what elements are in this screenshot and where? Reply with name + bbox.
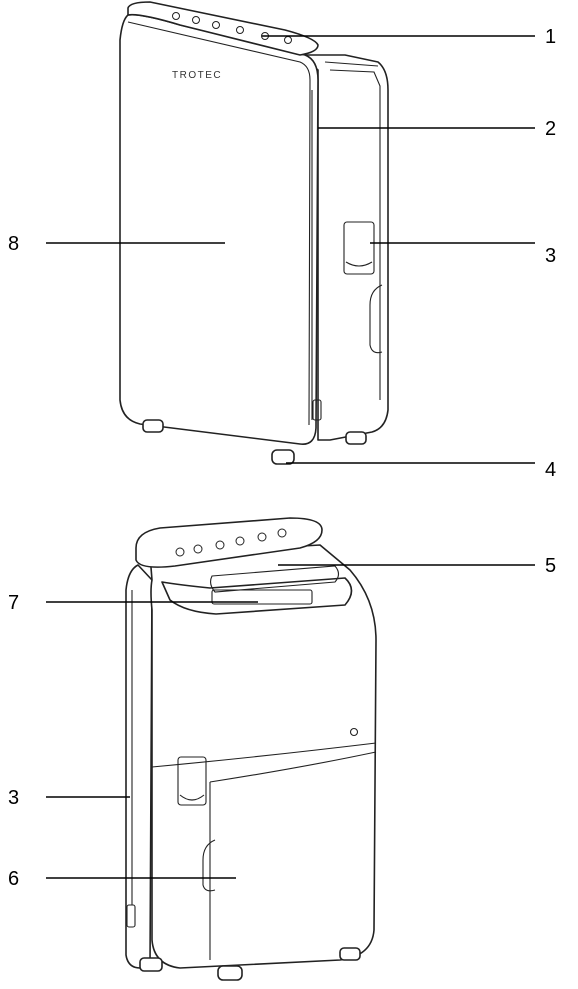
rear-view-carry-handle bbox=[161, 577, 353, 615]
callout-3-front: 3 bbox=[545, 245, 556, 267]
callout-2: 2 bbox=[545, 118, 556, 140]
callout-7: 7 bbox=[8, 592, 19, 614]
rear-view-casters bbox=[139, 947, 361, 981]
callout-6: 6 bbox=[8, 868, 19, 890]
brand-logo: TROTEC bbox=[172, 70, 222, 81]
rear-view bbox=[125, 517, 377, 981]
front-view-side-handle bbox=[343, 221, 375, 275]
callout-numbers: 1 2 3 8 4 5 7 3 6 bbox=[8, 26, 556, 890]
callout-5: 5 bbox=[545, 555, 556, 577]
callout-3-rear: 3 bbox=[8, 787, 19, 809]
rear-view-side-handle bbox=[177, 756, 207, 806]
rear-view-water-tank bbox=[151, 742, 377, 768]
front-view: TROTEC bbox=[119, 1, 389, 465]
callout-4: 4 bbox=[545, 459, 556, 481]
front-view-control-buttons bbox=[172, 12, 292, 44]
rear-view-left-side bbox=[125, 564, 153, 969]
leader-lines bbox=[46, 35, 535, 879]
callout-8: 8 bbox=[8, 233, 19, 255]
front-view-casters bbox=[142, 419, 367, 465]
callout-1: 1 bbox=[545, 26, 556, 48]
rear-view-control-buttons bbox=[175, 528, 287, 557]
